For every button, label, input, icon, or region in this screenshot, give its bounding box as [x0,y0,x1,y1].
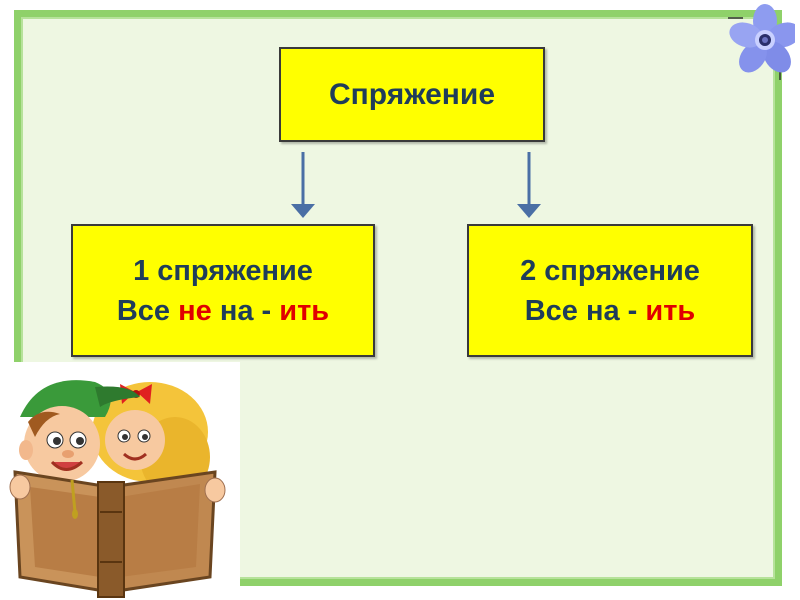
first-conjugation-rule: Все не на - ить [117,291,329,331]
rule-highlight-ending: ить [279,294,330,327]
rule-text: Все [116,294,179,327]
rule-text: на - [211,294,280,327]
second-conjugation-rule: Все на - ить [525,291,696,331]
rule-text: Все на - [524,294,646,327]
first-conjugation-box: 1 спряжение Все не на - ить [71,224,375,357]
kids-reading-illustration [0,362,240,600]
second-conjugation-title: 2 спряжение [520,254,700,287]
flower-icon [728,4,795,80]
root-concept-box: Спряжение [279,47,545,142]
rule-highlight-ne: не [178,294,212,327]
first-conjugation-title: 1 спряжение [133,254,313,287]
arrow-down-icon [517,152,541,218]
rule-highlight-ending: ить [645,294,696,327]
root-concept-label: Спряжение [328,77,496,111]
arrow-down-icon [291,152,315,218]
second-conjugation-box: 2 спряжение Все на - ить [467,224,753,357]
